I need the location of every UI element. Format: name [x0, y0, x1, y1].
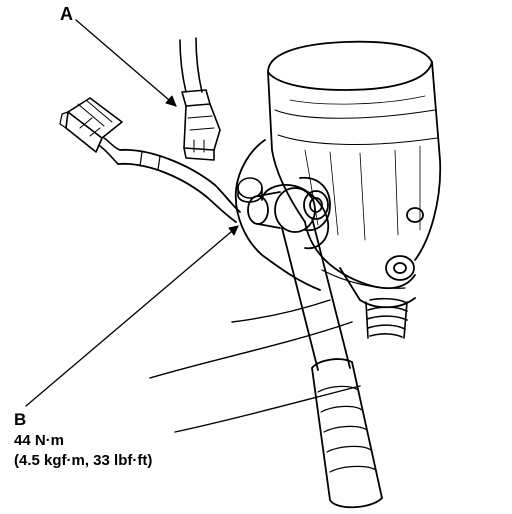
motor-housing — [267, 40, 442, 290]
torque-spec-nm: 44 N·m — [14, 432, 65, 449]
connector-a — [179, 37, 221, 161]
flange-bolt — [237, 177, 263, 203]
callout-a-label: A — [60, 4, 73, 24]
spring-boot — [365, 297, 408, 339]
torque-spec-alt: (4.5 kgf·m, 33 lbf·ft) — [14, 452, 153, 469]
leader-a — [75, 19, 177, 107]
mounting-bracket — [234, 139, 424, 309]
callout-b-label: B — [14, 410, 27, 429]
background-arcs — [149, 299, 361, 433]
arrowhead-b — [228, 225, 239, 236]
sensor-cable — [117, 149, 241, 223]
leader-lines — [25, 19, 239, 407]
leader-b — [25, 225, 239, 407]
connector-plug — [59, 97, 123, 165]
arrowhead-a — [165, 95, 177, 107]
